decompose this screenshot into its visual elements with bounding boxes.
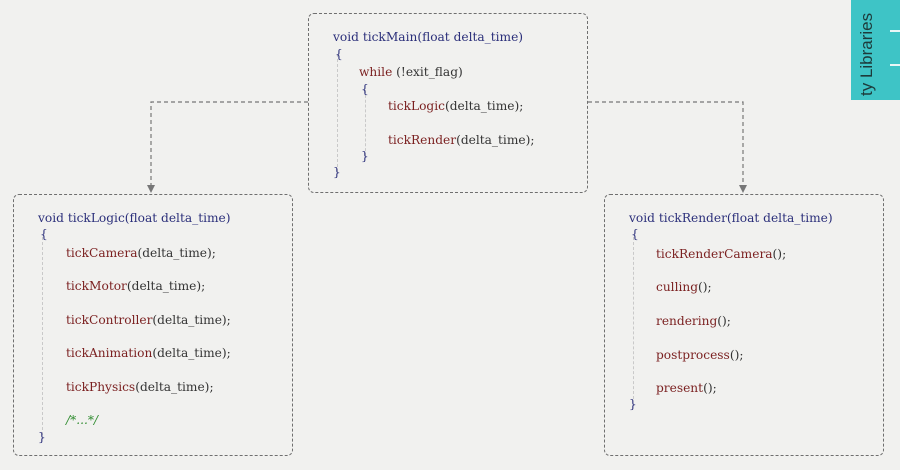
semicolon: ; (782, 247, 787, 261)
call-name: rendering (656, 314, 718, 328)
side-tab-label: ty Libraries (857, 12, 876, 96)
call-name: postprocess (656, 348, 730, 362)
code-call: tickLogic(delta_time); (388, 98, 523, 114)
code-call: tickMotor(delta_time); (66, 278, 205, 294)
call-args: (delta_time) (444, 99, 520, 113)
inner-open-brace: { (361, 82, 369, 96)
call-args: () (698, 280, 708, 294)
code-signature: void tickLogic(float delta_time) (38, 210, 231, 226)
close-brace: } (629, 397, 637, 411)
call-args: (delta_time) (152, 346, 227, 360)
side-tab-cells (890, 0, 900, 100)
keyword-while: while (359, 65, 393, 79)
call-name: tickLogic (388, 99, 445, 113)
code-call: culling(); (656, 279, 712, 295)
code-call: postprocess(); (656, 347, 743, 363)
call-args: (delta_time) (137, 246, 212, 260)
indent-guide (337, 54, 338, 172)
call-args: () (729, 348, 740, 362)
semicolon: ; (530, 133, 535, 147)
code-call: present(); (656, 380, 717, 396)
call-name: culling (656, 280, 699, 294)
arrowhead-render (739, 185, 747, 193)
indent-guide (633, 237, 634, 399)
connector-to-render (588, 101, 744, 186)
semicolon: ; (226, 313, 231, 327)
call-name: tickPhysics (66, 380, 136, 394)
semicolon: ; (707, 280, 712, 294)
keyword: void (333, 30, 359, 44)
keyword: void (629, 211, 655, 225)
tick-logic-box: void tickLogic(float delta_time) { tickC… (13, 194, 293, 456)
semicolon: ; (712, 381, 717, 395)
indent-guide (42, 237, 43, 435)
function-name: tickMain (362, 30, 418, 44)
while-line: while (!exit_flag) (359, 64, 463, 80)
semicolon: ; (211, 246, 216, 260)
close-brace: } (333, 165, 341, 179)
code-call: tickPhysics(delta_time); (66, 379, 214, 395)
keyword: void (38, 211, 64, 225)
call-name: tickRender (388, 133, 457, 147)
code-signature: void tickRender(float delta_time) (629, 210, 833, 226)
semicolon: ; (226, 346, 231, 360)
function-name: tickRender (658, 211, 727, 225)
call-name: tickAnimation (66, 346, 153, 360)
open-brace: { (40, 227, 48, 241)
call-name: tickMotor (66, 279, 127, 293)
function-name: tickLogic (67, 211, 125, 225)
code-call: tickAnimation(delta_time); (66, 345, 231, 361)
call-args: (delta_time) (456, 133, 531, 147)
code-call: tickCamera(delta_time); (66, 245, 216, 261)
call-args: () (772, 247, 783, 261)
call-name: tickRenderCamera (656, 247, 773, 261)
semicolon: ; (726, 314, 731, 328)
params: (float delta_time) (124, 211, 231, 225)
open-brace: { (631, 227, 639, 241)
code-call: rendering(); (656, 313, 731, 329)
tick-render-box: void tickRender(float delta_time) { tick… (604, 194, 884, 456)
indent-guide (365, 90, 366, 156)
call-args: () (703, 381, 713, 395)
params: (float delta_time) (417, 30, 524, 44)
call-name: present (656, 381, 704, 395)
call-args: () (717, 314, 727, 328)
call-args: (delta_time) (152, 313, 227, 327)
close-brace: } (38, 430, 46, 444)
code-call: tickRender(delta_time); (388, 132, 534, 148)
semicolon: ; (201, 279, 206, 293)
code-call: tickRenderCamera(); (656, 246, 786, 262)
call-name: tickController (66, 313, 153, 327)
inner-close-brace: } (361, 149, 369, 163)
call-args: (delta_time) (126, 279, 202, 293)
code-signature: void tickMain(float delta_time) (333, 29, 523, 45)
open-brace: { (335, 47, 343, 61)
params: (float delta_time) (726, 211, 833, 225)
side-tab-divider (890, 64, 900, 66)
call-args: (delta_time) (135, 380, 210, 394)
semicolon: ; (519, 99, 524, 113)
semicolon: ; (739, 348, 744, 362)
code-call: tickController(delta_time); (66, 312, 231, 328)
arrowhead-logic (147, 185, 155, 193)
call-name: tickCamera (66, 246, 138, 260)
side-tab-divider (890, 30, 900, 32)
semicolon: ; (209, 380, 214, 394)
code-comment: /*...*/ (66, 413, 99, 427)
connector-to-logic (150, 101, 308, 186)
while-condition: (!exit_flag) (392, 65, 463, 79)
tick-main-box: void tickMain(float delta_time) { while … (308, 13, 588, 193)
